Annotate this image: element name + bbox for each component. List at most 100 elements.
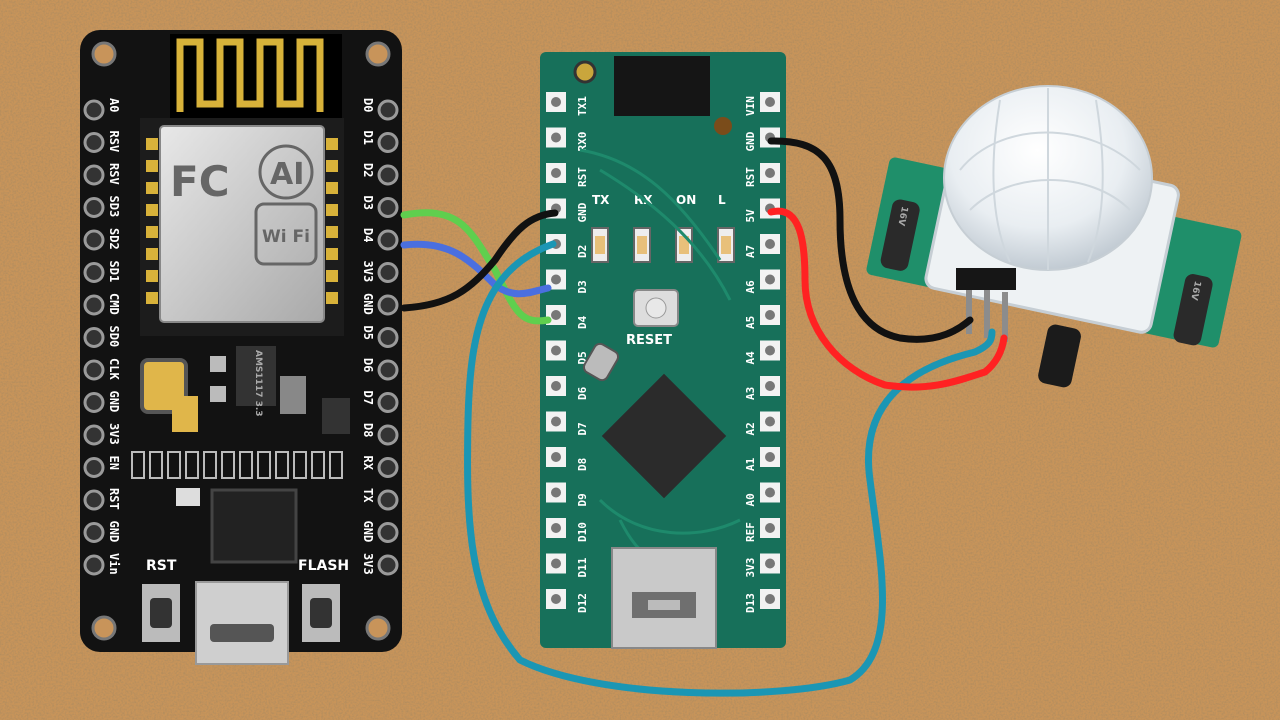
nodemcu-pin-label-right-3: D3 [361, 196, 375, 210]
nano-pin-label-left-10: D8 [576, 458, 589, 471]
nano-pin-label-left-13: D11 [576, 557, 589, 577]
wire-green [400, 209, 552, 325]
nodemcu-pin-label-left-6: CMD [107, 293, 121, 315]
nodemcu-pin-label-right-0: D0 [361, 98, 375, 112]
nodemcu-pin-right-7 [377, 327, 399, 348]
pir-cap-label-left: 16V [895, 205, 909, 226]
nano-pin-label-left-5: D3 [576, 280, 589, 293]
nodemcu-pin-right-2 [377, 164, 399, 186]
micro-usb-port [195, 581, 289, 665]
nodemcu-pin-label-left-10: 3V3 [107, 423, 121, 445]
nodemcu-pin-label-left-1: RSV [107, 131, 121, 153]
nano-pin-label-right-9: A2 [744, 422, 757, 435]
nano-pin-label-right-2: RST [744, 167, 757, 187]
regulator-text: AMS1117 3.3 [253, 350, 263, 417]
nodemcu-pin-right-12 [377, 489, 399, 511]
nodemcu-pin-left-11 [83, 457, 105, 478]
nodemcu-pin-label-right-14: 3V3 [361, 553, 375, 575]
nano-pin-label-right-6: A5 [744, 316, 757, 329]
nodemcu-pin-right-14 [377, 554, 399, 576]
nano-pin-label-right-3: 5V [744, 209, 757, 223]
nodemcu-pin-left-5 [83, 262, 105, 283]
nodemcu-pin-label-left-2: RSV [107, 163, 121, 185]
nano-pin-label-right-12: REF [744, 522, 757, 542]
mini-usb-port [611, 547, 717, 649]
nodemcu-pin-right-0 [377, 99, 399, 121]
nodemcu-pin-right-1 [377, 132, 399, 153]
nodemcu-pin-label-right-9: D7 [361, 391, 375, 405]
nodemcu-pin-label-right-13: GND [361, 521, 375, 543]
nodemcu-pin-left-13 [83, 522, 105, 543]
rst-button-label: RST [146, 558, 177, 574]
nodemcu-pin-left-1 [83, 132, 105, 153]
wire-black-esp-nano [400, 209, 559, 312]
nodemcu-pin-right-4 [377, 229, 399, 251]
wire-black-gnd [767, 137, 974, 343]
nodemcu-pin-label-right-11: RX [361, 456, 375, 471]
nano-pin-label-left-2: RST [576, 167, 589, 187]
nano-led-label-3: L [718, 193, 726, 207]
nano-pin-label-left-4: D2 [576, 245, 589, 258]
nodemcu-pin-left-2 [83, 164, 105, 186]
nodemcu-pin-right-6 [377, 294, 399, 316]
pir-cap-label-right: 16V [1188, 280, 1202, 301]
nodemcu-pin-label-right-4: D4 [361, 228, 375, 242]
nodemcu-pin-left-0 [83, 99, 105, 121]
nodemcu-pin-label-right-7: D5 [361, 326, 375, 340]
esp-module-fc-mark: FC [170, 157, 230, 206]
nano-led-label-0: TX [592, 193, 610, 207]
nano-pin-label-left-12: D10 [576, 522, 589, 542]
nodemcu-pin-label-left-14: Vin [107, 553, 121, 575]
flash-button-label: FLASH [298, 558, 349, 574]
nodemcu-pin-left-10 [83, 424, 105, 446]
nodemcu-pin-right-5 [377, 262, 399, 283]
nodemcu-pin-left-8 [83, 359, 105, 381]
nodemcu-pin-label-left-11: EN [107, 456, 121, 470]
nano-pin-label-right-14: D13 [744, 593, 757, 613]
nodemcu-pin-right-13 [377, 522, 399, 543]
flash-button[interactable] [302, 584, 340, 642]
nodemcu-pin-right-3 [377, 197, 399, 218]
esp-module-pads [146, 138, 338, 304]
nodemcu-pin-label-right-10: D8 [361, 423, 375, 437]
nodemcu-pin-label-right-8: D6 [361, 358, 375, 372]
esp-module-wifi: Wi Fi [262, 227, 310, 247]
nano-reset-button[interactable] [633, 289, 679, 327]
nano-pin-label-right-13: 3V3 [744, 558, 757, 578]
nodemcu-pin-label-left-7: SD0 [107, 326, 121, 348]
nodemcu-pin-left-14 [83, 554, 105, 576]
nodemcu-pin-label-left-0: A0 [107, 98, 121, 112]
nano-led-label-2: ON [676, 193, 696, 207]
nodemcu-pin-left-7 [83, 327, 105, 348]
nano-reset-label: RESET [626, 333, 672, 348]
nano-pin-label-left-9: D7 [576, 422, 589, 435]
nano-pin-label-right-11: A0 [744, 493, 757, 506]
wire-blue [400, 240, 552, 298]
rst-button[interactable] [142, 584, 180, 642]
nodemcu-pin-label-left-9: GND [107, 391, 121, 413]
nodemcu-pin-label-left-5: SD1 [107, 261, 121, 283]
nodemcu-pin-left-6 [83, 294, 105, 316]
nodemcu-pin-label-right-1: D1 [361, 131, 375, 145]
nano-pin-label-left-8: D6 [576, 386, 589, 400]
nano-pin-label-left-3: GND [576, 202, 589, 222]
nodemcu-pin-label-left-3: SD3 [107, 196, 121, 218]
nodemcu-pin-label-right-2: D2 [361, 163, 375, 177]
nodemcu-pin-left-4 [83, 229, 105, 251]
wires [400, 137, 1008, 697]
nano-pin-label-left-1: RX0 [576, 132, 589, 152]
nano-pin-label-right-5: A6 [744, 280, 757, 294]
nano-pin-label-right-10: A1 [744, 457, 757, 471]
nodemcu-pin-left-3 [83, 197, 105, 218]
esp-module-brand: AI [270, 157, 304, 192]
nano-pin-label-left-6: D4 [576, 315, 589, 329]
nodemcu-pin-left-9 [83, 392, 105, 413]
nodemcu-pin-label-right-12: TX [361, 488, 375, 503]
nano-pin-label-left-11: D9 [576, 493, 589, 506]
nodemcu-pin-left-12 [83, 489, 105, 511]
wire-red-5v [767, 207, 1008, 391]
nano-pin-label-right-4: A7 [744, 245, 757, 258]
nodemcu-pin-label-right-5: 3V3 [361, 261, 375, 283]
